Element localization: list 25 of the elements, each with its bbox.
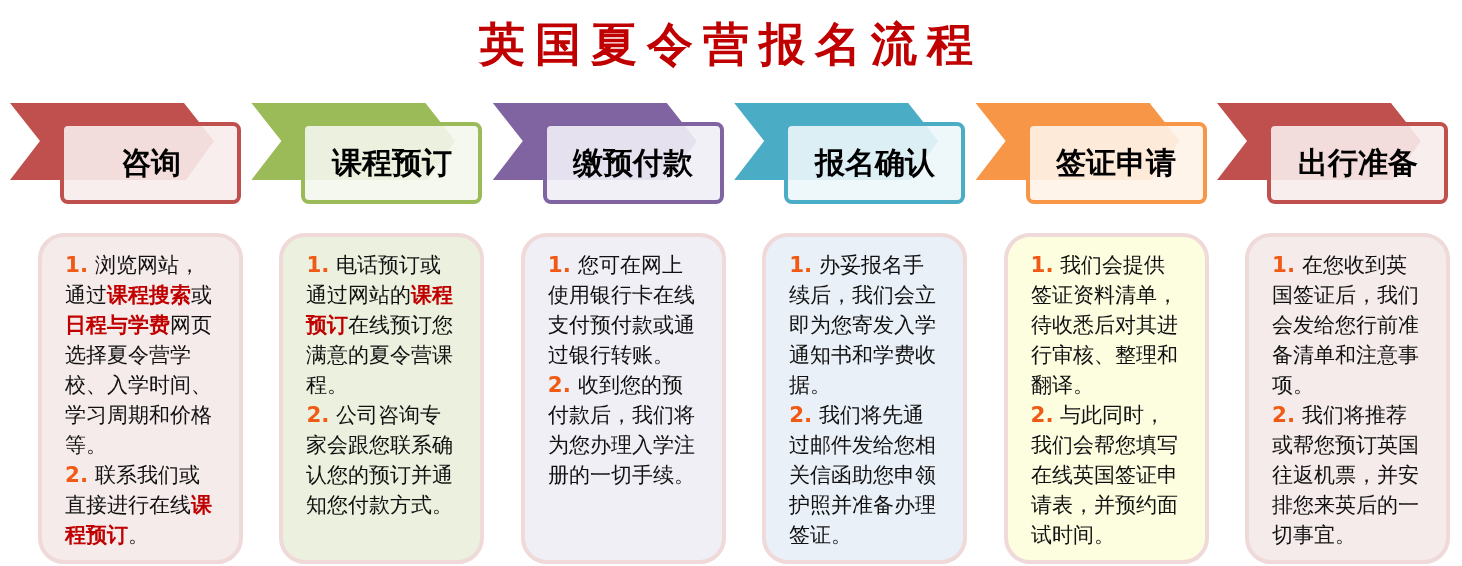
step-description: 2. 收到您的预付款后，我们将为您办理入学注册的一切手续。 bbox=[547, 371, 696, 489]
step-description: 2. 与此同时，我们会帮您填写在线英国签证申请表，并预约面试时间。 bbox=[1030, 401, 1179, 549]
info-card bbox=[1245, 233, 1450, 564]
step-description: 1. 您可在网上使用银行卡在线支付预付款或通过银行转账。 bbox=[547, 251, 696, 369]
step-title: 咨询 bbox=[120, 143, 181, 182]
info-card bbox=[520, 233, 726, 564]
step-description: 2. 公司咨询专家会跟您联系确认您的预订并通知您付款方式。 bbox=[306, 401, 455, 519]
info-card bbox=[762, 233, 968, 564]
info-card bbox=[1003, 233, 1209, 564]
step-description: 2. 我们将先通过邮件发给您相关信函助您申领护照并准备办理签证。 bbox=[789, 401, 938, 549]
step-title: 课程预订 bbox=[331, 143, 452, 182]
step-description: 2. 我们将推荐或帮您预订英国往返机票，并安排您来英后的一切事宜。 bbox=[1272, 401, 1420, 549]
step-description: 1. 办妥报名手续后，我们会立即为您寄发入学通知书和学费收据。 bbox=[789, 251, 938, 399]
info-card bbox=[279, 233, 485, 564]
title: 英国夏令营报名流程 bbox=[477, 16, 984, 73]
step-description: 2. 联系我们或直接进行在线课程预订。 bbox=[65, 461, 213, 549]
step-description: 1. 在您收到英国签证后，我们会发给您行前准备清单和注意事项。 bbox=[1272, 251, 1420, 399]
step-description: 1. 浏览网站，通过课程搜索或日程与学费网页选择夏令营学校、入学时间、学习周期和价格等。 bbox=[65, 251, 213, 459]
step-title: 报名确认 bbox=[814, 143, 935, 182]
step-description: 1. 我们会提供签证资料清单，待收悉后对其进行审核、整理和翻译。 bbox=[1030, 251, 1179, 399]
step-title: 缴预付款 bbox=[573, 143, 694, 182]
step-description: 1. 电话预订或通过网站的课程预订在线预订您满意的夏令营课程。 bbox=[306, 251, 455, 399]
info-card bbox=[38, 233, 243, 564]
step-title: 出行准备 bbox=[1297, 143, 1418, 182]
step-title: 签证申请 bbox=[1056, 143, 1177, 182]
